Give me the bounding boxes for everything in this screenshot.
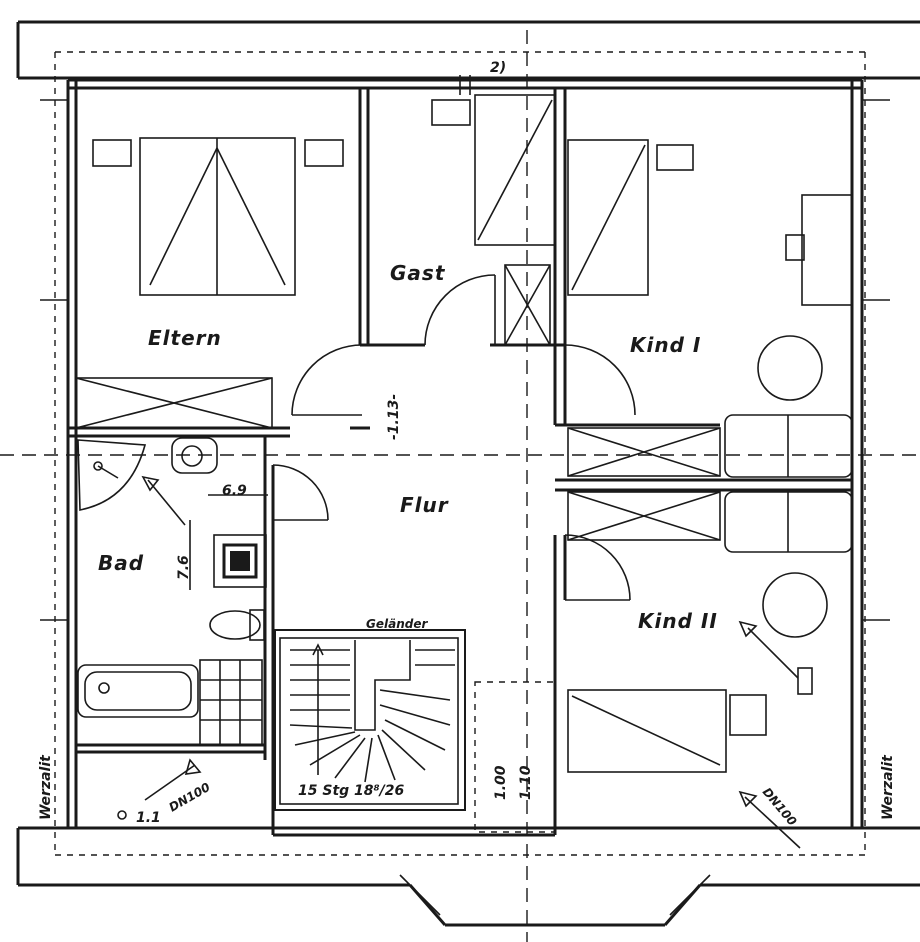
room-label-bad: Bad <box>98 551 144 575</box>
eltern-bed <box>92 137 344 296</box>
label-gelaender: Geländer <box>366 617 428 631</box>
label-stairs: 15 Stg 18⁸/26 <box>298 783 404 799</box>
wall-ticks <box>40 75 890 621</box>
dim-113: -1.13- <box>386 394 402 440</box>
room-label-eltern: Eltern <box>148 326 222 350</box>
dim-76: 7.6 <box>176 555 192 580</box>
room-label-kind1: Kind I <box>630 333 701 357</box>
label-dn100-left: DN100 <box>167 780 213 815</box>
door-swings <box>272 274 636 601</box>
label-dn100-right: DN100 <box>760 785 800 829</box>
outer-frame <box>16 20 920 927</box>
kind2-furniture <box>567 491 853 849</box>
axis-mark-label: 2) <box>490 60 506 76</box>
room-label-flur: Flur <box>400 493 449 517</box>
label-werzalit-right: Werzalit <box>880 754 896 820</box>
dim-100: 1.00 <box>493 765 509 800</box>
kind1-furniture <box>567 139 853 478</box>
label-werzalit-left: Werzalit <box>38 754 54 820</box>
dim-69: 6.9 <box>222 483 247 499</box>
staircase <box>274 629 556 833</box>
gast-bed <box>431 94 556 346</box>
room-label-kind2: Kind II <box>638 609 718 633</box>
room-label-gast: Gast <box>390 261 446 285</box>
axis-lines <box>0 30 920 942</box>
eltern-wardrobe <box>75 377 273 429</box>
interior-walls <box>68 88 852 837</box>
bad-fixtures <box>77 437 268 820</box>
dim-110: 1.10 <box>518 765 534 800</box>
label-pipe-num: 1.1 <box>136 810 161 826</box>
